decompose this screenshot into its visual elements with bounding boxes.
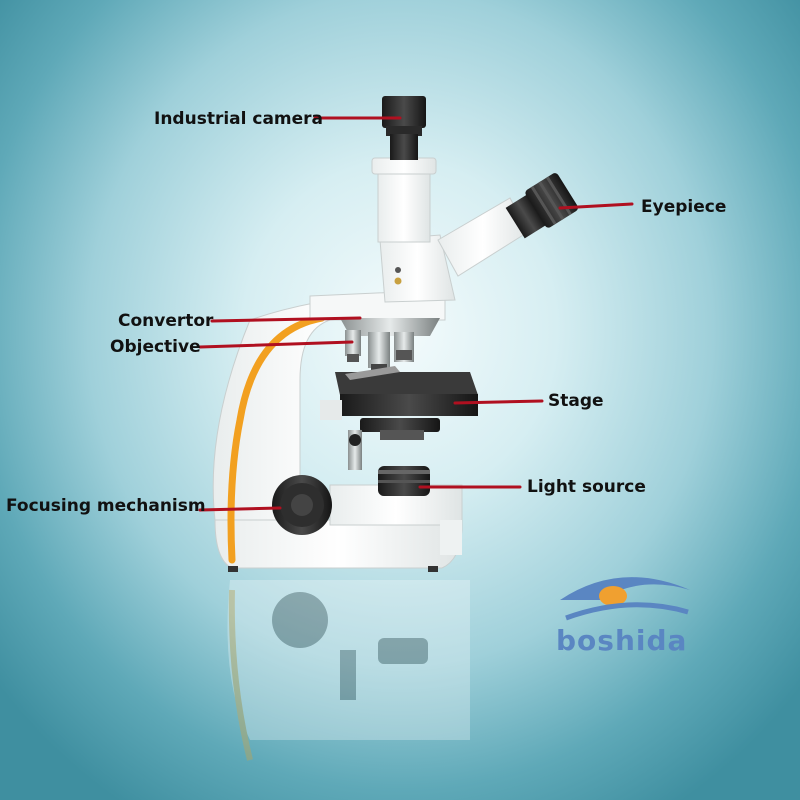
label-industrial-camera: Industrial camera — [154, 109, 324, 129]
brand-name: boshida — [556, 624, 688, 657]
leader-lines — [198, 116, 634, 512]
label-eyepiece: Eyepiece — [641, 197, 727, 217]
light-source — [378, 466, 430, 496]
leader-eyepiece — [558, 202, 634, 210]
brand-logo — [560, 577, 690, 621]
objectives — [345, 330, 414, 372]
microscope-reflection — [227, 580, 470, 761]
stage — [320, 366, 478, 470]
leader-stage — [453, 399, 544, 405]
leader-objective — [198, 340, 354, 349]
label-focusing-mechanism: Focusing mechanism — [6, 496, 206, 516]
focusing-knob — [272, 475, 332, 535]
microscope-head — [309, 157, 529, 321]
accent-stripe — [227, 314, 326, 564]
label-light-source: Light source — [527, 477, 646, 497]
industrial-camera — [382, 96, 426, 160]
eyepiece — [505, 173, 578, 239]
leader-focusing — [198, 506, 282, 512]
convertor — [340, 318, 440, 336]
leader-convertor — [210, 316, 362, 323]
label-stage: Stage — [548, 391, 604, 411]
label-objective: Objective — [110, 337, 201, 357]
label-convertor: Convertor — [118, 311, 214, 331]
